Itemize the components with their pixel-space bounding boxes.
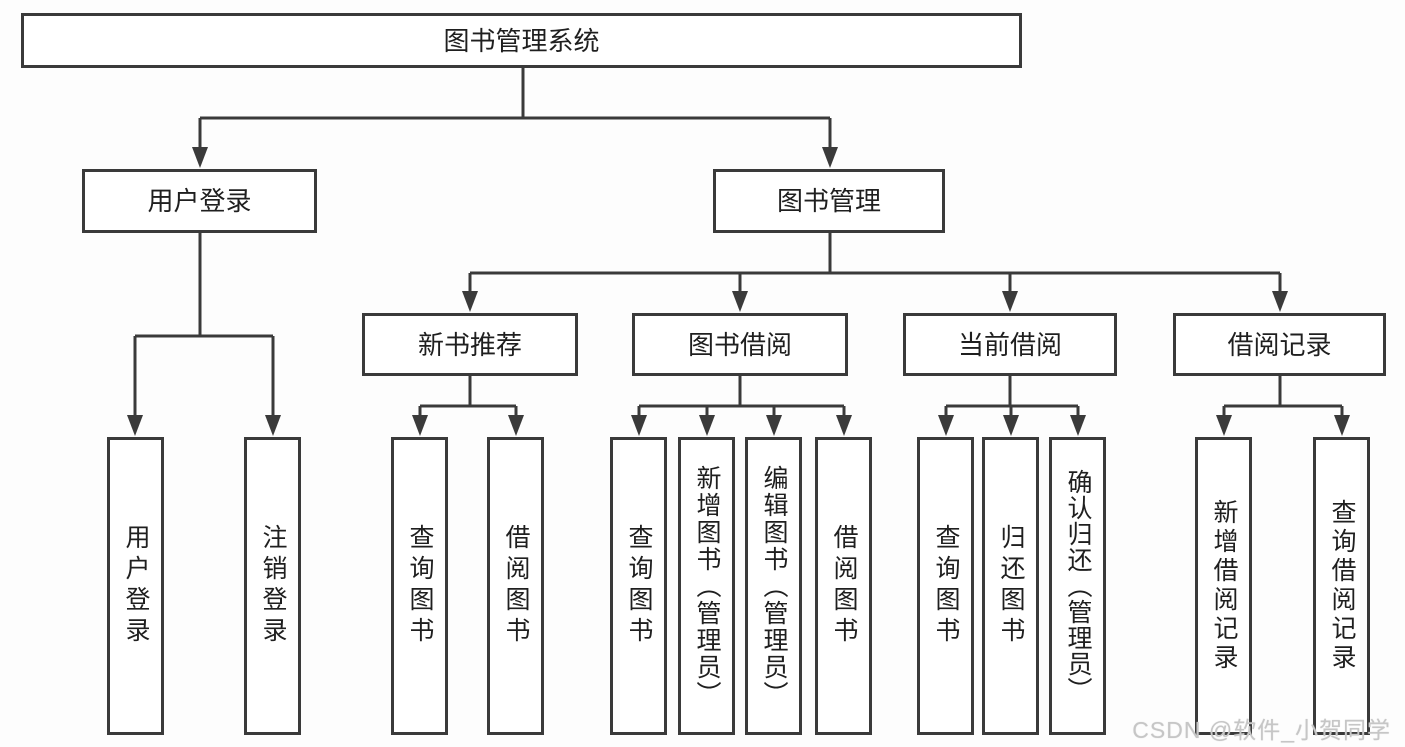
leaf-confirm-return-admin: 确认归还（管理员） <box>1049 437 1106 735</box>
node-borrow-records: 借阅记录 <box>1173 313 1386 376</box>
node-current-borrow: 当前借阅 <box>903 313 1117 376</box>
leaf-add-borrow-record: 新增借阅记录 <box>1195 437 1252 735</box>
leaf-return-books: 归还图书 <box>982 437 1039 735</box>
node-book-borrow: 图书借阅 <box>632 313 848 376</box>
leaf-edit-book-admin: 编辑图书（管理员） <box>745 437 802 735</box>
node-system-root: 图书管理系统 <box>21 13 1022 68</box>
leaf-logout: 注销登录 <box>244 437 301 735</box>
leaf-add-book-admin: 新增图书（管理员） <box>678 437 735 735</box>
leaf-query-books-borrow: 查询图书 <box>610 437 667 735</box>
node-user-login: 用户登录 <box>82 169 317 233</box>
node-new-book-recommend: 新书推荐 <box>362 313 578 376</box>
leaf-borrow-books-recommend: 借阅图书 <box>487 437 544 735</box>
watermark: CSDN @软件_小贺同学 <box>1132 717 1391 743</box>
leaf-query-books-current: 查询图书 <box>917 437 974 735</box>
leaf-user-login: 用户登录 <box>107 437 164 735</box>
leaf-borrow-books: 借阅图书 <box>815 437 872 735</box>
arrowheads <box>127 147 1350 436</box>
leaf-query-borrow-record: 查询借阅记录 <box>1313 437 1370 735</box>
leaf-query-books-recommend: 查询图书 <box>391 437 448 735</box>
node-book-management: 图书管理 <box>713 169 945 233</box>
